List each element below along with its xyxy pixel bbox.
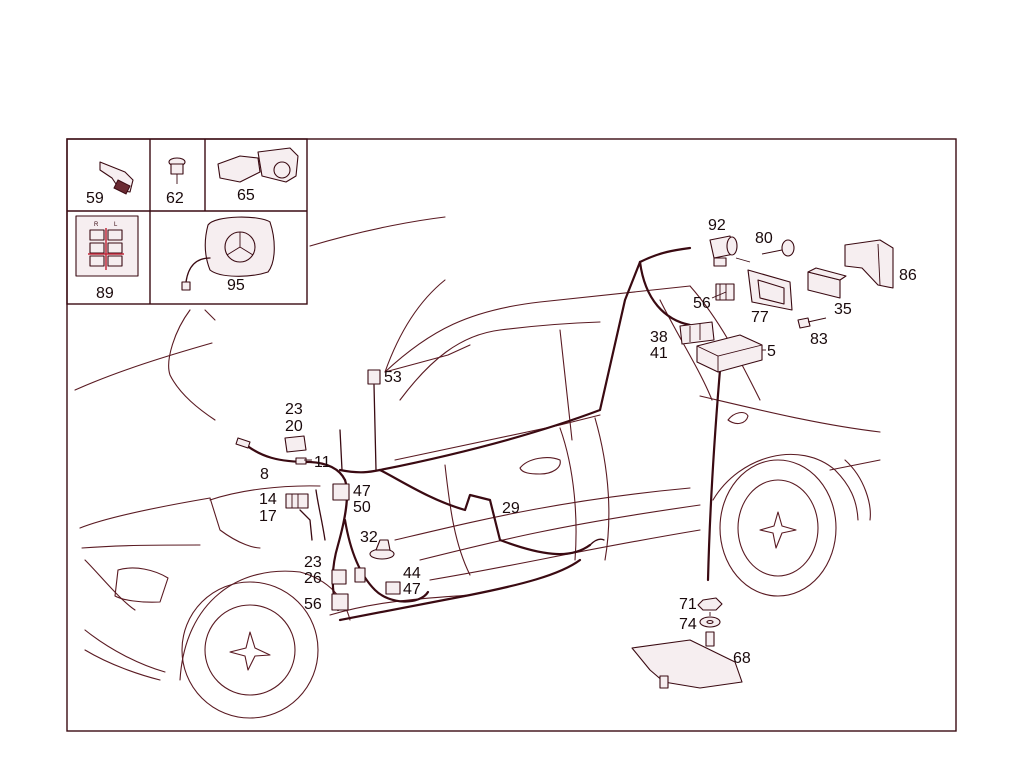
- label-53: 53: [384, 369, 402, 386]
- label-56-low: 56: [304, 596, 322, 613]
- part-95-airbag-module: [181, 216, 275, 291]
- diagram-frame: [66, 138, 957, 732]
- label-5: 5: [767, 343, 776, 360]
- label-62: 62: [166, 190, 184, 207]
- part-89-fuse-chart: R L: [75, 215, 139, 277]
- label-80: 80: [755, 230, 773, 247]
- label-41: 41: [650, 345, 668, 362]
- label-92: 92: [708, 217, 726, 234]
- inset-grid: [66, 138, 308, 305]
- label-47-a: 47: [353, 483, 371, 500]
- label-32: 32: [360, 529, 378, 546]
- part-83-clip: [797, 317, 827, 329]
- part-74-washer: [699, 616, 721, 628]
- part-23-20-connector: [284, 435, 307, 453]
- label-56-top: 56: [693, 295, 711, 312]
- label-14: 14: [259, 491, 277, 508]
- label-95: 95: [227, 277, 245, 294]
- part-35-relay: [807, 267, 847, 299]
- part-56-connector-low: [331, 593, 349, 611]
- label-68: 68: [733, 650, 751, 667]
- label-86: 86: [899, 267, 917, 284]
- part-32-horn: [369, 539, 395, 560]
- label-23-low: 23: [304, 554, 322, 571]
- part-80-screw: [761, 239, 795, 257]
- part-92-sensor: [709, 235, 738, 267]
- label-20: 20: [285, 418, 303, 435]
- label-26: 26: [304, 570, 322, 587]
- part-5-control-unit: [696, 334, 763, 373]
- label-50: 50: [353, 499, 371, 516]
- part-11-plug: [295, 457, 307, 465]
- part-59-clip: [99, 161, 134, 195]
- part-71-nut: [697, 597, 723, 611]
- rear-wheel: [719, 459, 837, 597]
- part-38-41-connector: [679, 321, 715, 345]
- inset-89-col-a-label: R: [94, 222, 99, 228]
- part-14-17-connector: [285, 493, 309, 509]
- label-8: 8: [260, 466, 269, 483]
- part-77-bracket: [747, 269, 793, 311]
- part-47-50-connector: [332, 483, 350, 501]
- part-23-26-connector: [331, 567, 366, 585]
- label-11: 11: [314, 454, 331, 471]
- label-89: 89: [96, 285, 114, 302]
- label-17: 17: [259, 508, 277, 525]
- label-59: 59: [86, 190, 104, 207]
- label-47-b: 47: [403, 581, 421, 598]
- label-77: 77: [751, 309, 769, 326]
- label-38: 38: [650, 329, 668, 346]
- part-68-mounting-plate: [631, 631, 743, 689]
- front-wheel: [181, 581, 319, 719]
- inset-89-col-b-label: L: [114, 222, 118, 228]
- label-29: 29: [502, 500, 520, 517]
- label-71: 71: [679, 596, 697, 613]
- part-8-plug: [235, 437, 251, 449]
- label-44: 44: [403, 565, 421, 582]
- label-23-top: 23: [285, 401, 303, 418]
- part-62-screw: [168, 157, 186, 184]
- label-74: 74: [679, 616, 697, 633]
- wiring-harness: [238, 246, 722, 622]
- label-83: 83: [810, 331, 828, 348]
- part-44-47-connector: [385, 581, 401, 595]
- label-35: 35: [834, 301, 852, 318]
- part-86-cover: [844, 239, 894, 289]
- part-53-connector: [367, 369, 381, 385]
- label-65: 65: [237, 187, 255, 204]
- leader-lines: [304, 257, 766, 616]
- part-65-connector: [217, 147, 299, 183]
